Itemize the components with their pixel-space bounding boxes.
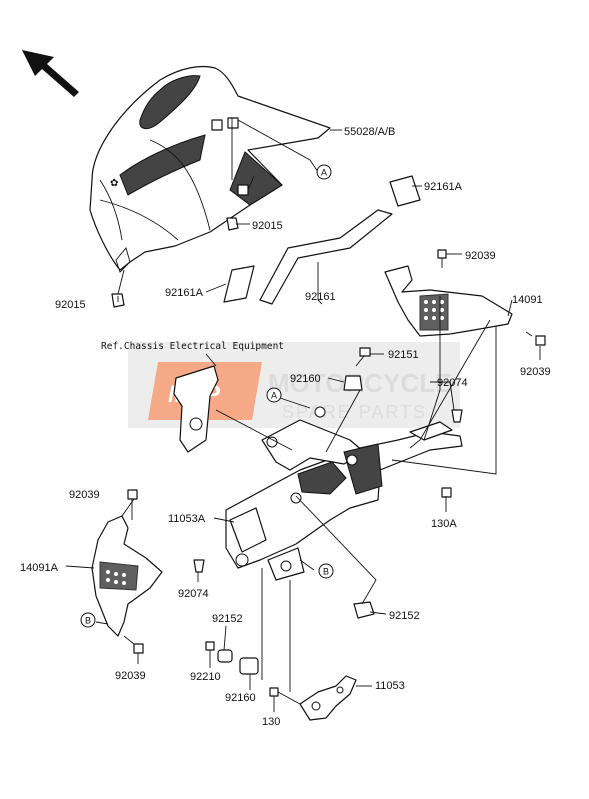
bolt-92039-right: [525, 331, 546, 346]
label-92074-left: 92074: [178, 588, 209, 600]
callout-b-right: B: [318, 563, 334, 579]
bolt-92151: [355, 347, 371, 367]
grommet-92015-right: [226, 217, 239, 231]
cowl-grommet-mid: [237, 184, 249, 196]
pad-92161A-top: [389, 175, 421, 207]
stay-bracket-11053: [299, 675, 357, 721]
leader-92015-left-link: [117, 269, 125, 295]
label-92152-right: 92152: [389, 610, 420, 622]
label-92039-left: 92039: [69, 489, 100, 501]
label-92151: 92151: [388, 349, 419, 361]
collar-92152-left: [217, 649, 233, 663]
label-11053: 11053: [375, 680, 405, 692]
grommet-92152-right: [353, 601, 375, 619]
label-92015-right: 92015: [252, 220, 283, 232]
label-92039-bottom: 92039: [115, 670, 146, 682]
pad-92161A-left: [223, 265, 255, 303]
part-number-labels: 55028/A/B 92161A 92015 92039 14091 92161…: [20, 126, 551, 728]
bolt-130A: [441, 487, 452, 498]
callout-a-top-text: A: [321, 168, 327, 178]
inner-cover-14091A: [91, 515, 163, 637]
callout-b-left: B: [80, 612, 96, 628]
label-92074-right: 92074: [437, 377, 468, 389]
label-14091: 14091: [512, 294, 543, 306]
ref-note: Ref.Chassis Electrical Equipment: [101, 341, 284, 352]
bolt-92039-top: [437, 249, 447, 268]
callout-a-bracket-text: A: [271, 391, 277, 401]
label-92161A-left: 92161A: [165, 287, 204, 299]
collar-92074-right: [451, 409, 463, 423]
electrical-bracket-plate: [173, 365, 219, 453]
callout-a-bracket: A: [266, 387, 282, 403]
bolt-92210: [205, 641, 215, 651]
callout-a-top: A: [316, 164, 332, 180]
label-92160-lower: 92160: [225, 692, 256, 704]
label-130: 130: [262, 716, 280, 728]
label-92152-left: 92152: [212, 613, 243, 625]
bolt-92039-bottom: [123, 635, 144, 654]
callout-b-right-text: B: [323, 567, 329, 577]
upper-cowl-part: ✿: [89, 65, 331, 273]
label-92039-right: 92039: [520, 366, 551, 378]
label-92015-left: 92015: [55, 299, 86, 311]
front-direction-arrow-icon: [22, 50, 79, 97]
grommet-92160-upper: [343, 375, 363, 391]
label-92210: 92210: [190, 671, 221, 683]
label-92039-top: 92039: [465, 250, 496, 262]
label-55028: 55028/A/B: [344, 126, 395, 138]
watermark-line2: SPARE PARTS: [282, 402, 427, 422]
callout-b-left-text: B: [85, 616, 91, 626]
cowl-grommet-upper: [211, 119, 223, 131]
label-92160-upper: 92160: [290, 373, 321, 385]
pad-strip-92161: [259, 209, 393, 305]
label-11053A: 11053A: [168, 513, 206, 525]
grommet-92160-lower: [239, 657, 259, 675]
collar-92074-left: [193, 559, 205, 573]
cowl-grommet-upper2: [227, 117, 239, 129]
inner-cover-14091: [384, 265, 513, 337]
stay-bracket-11053A: [225, 406, 463, 581]
label-92161: 92161: [305, 291, 336, 303]
label-92161A-top: 92161A: [424, 181, 463, 193]
label-130A: 130A: [431, 518, 457, 530]
cowl-emblem-icon: ✿: [110, 178, 118, 189]
leader-lines: [65, 118, 541, 712]
label-14091A: 14091A: [20, 562, 59, 574]
bolt-130: [269, 687, 301, 705]
